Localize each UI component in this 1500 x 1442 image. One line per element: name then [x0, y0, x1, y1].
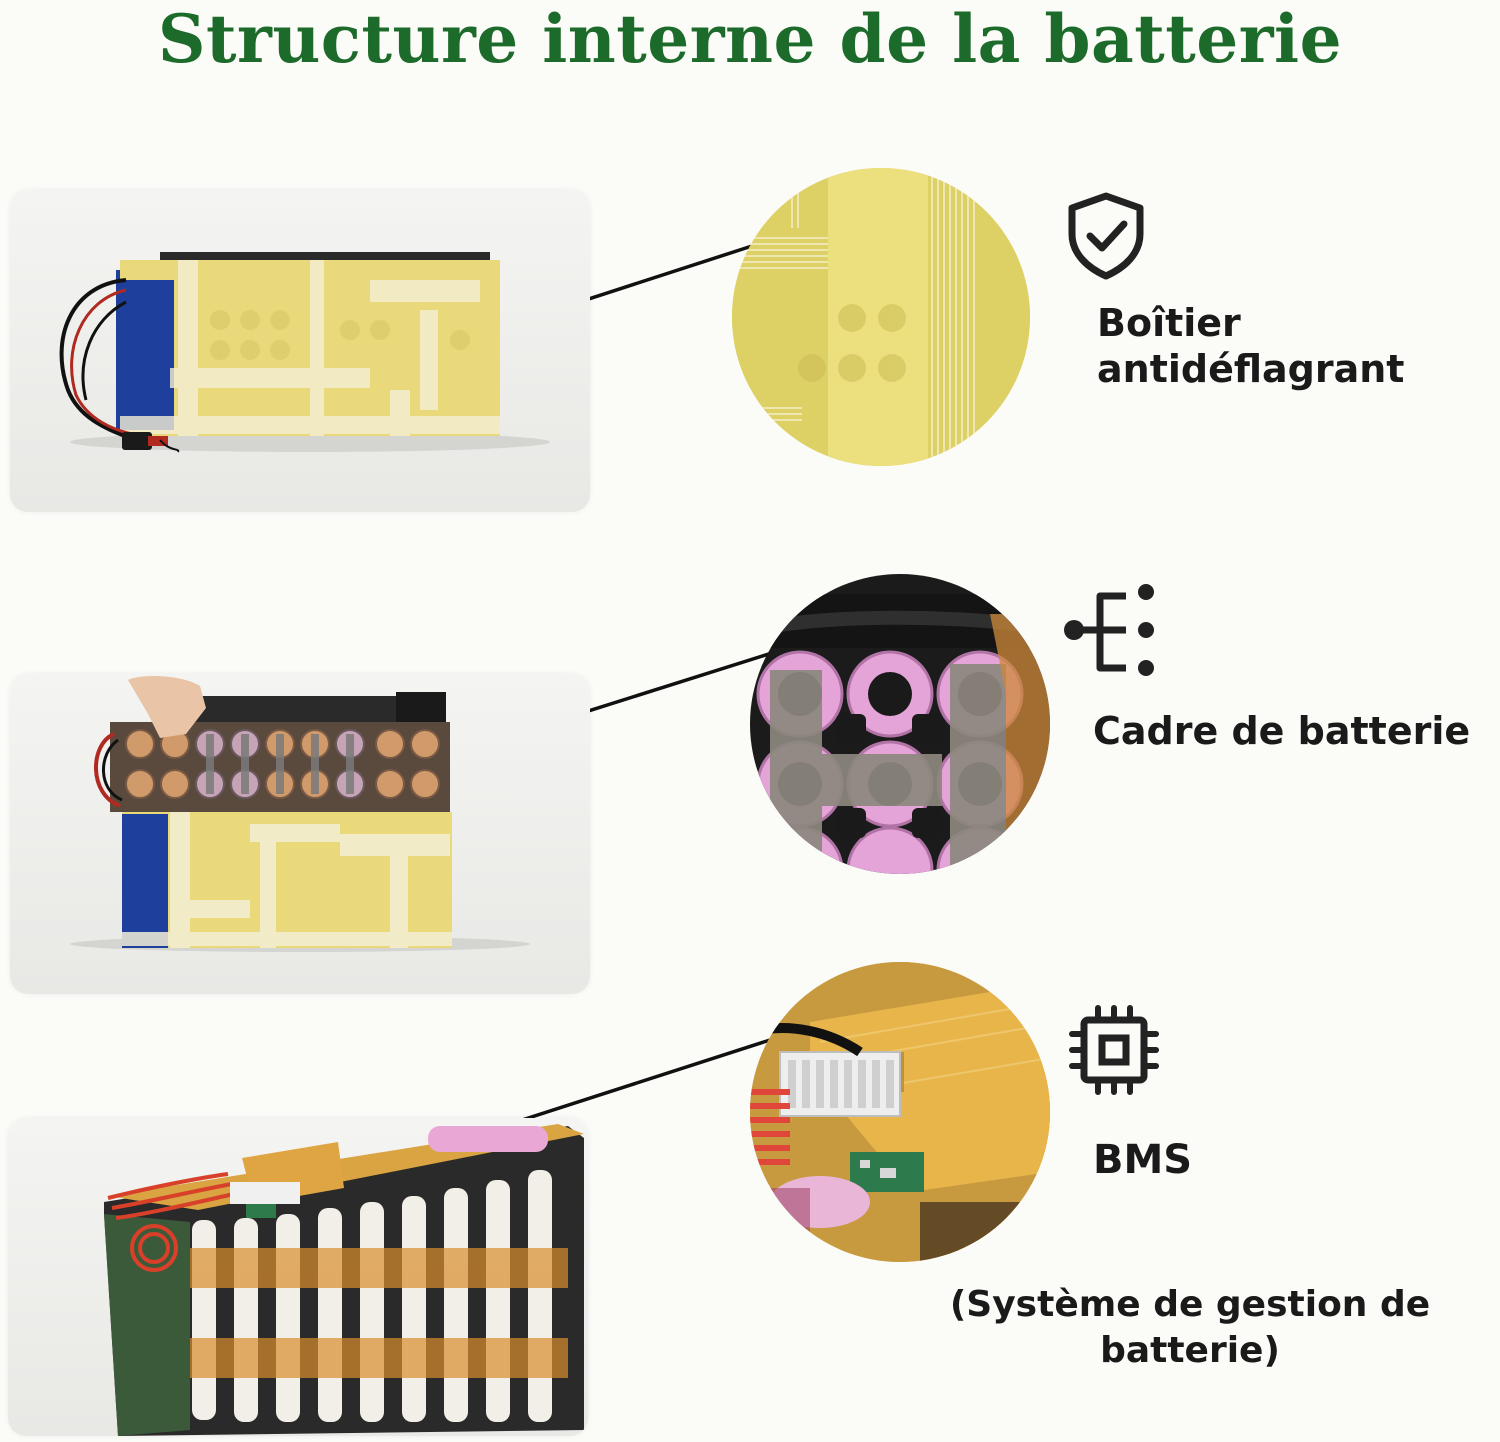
zoom-circle-case [732, 168, 1030, 466]
label-bms: BMS [1093, 1137, 1193, 1183]
battery-case-illustration [59, 252, 550, 453]
note-bms-line1: (Système de gestion de [949, 1284, 1431, 1325]
battery-frame-illustration [70, 676, 530, 952]
label-case-line2: antidéflagrant [1097, 347, 1405, 391]
circuit-branch-icon [1058, 582, 1162, 682]
shield-check-icon [1064, 190, 1148, 280]
chip-icon [1068, 1004, 1160, 1096]
battery-bms-illustration [104, 1124, 584, 1436]
note-bms-line2: batterie) [1100, 1330, 1280, 1371]
photo-battery-case [10, 190, 590, 512]
frame-cells-zoom [750, 574, 1050, 874]
photo-battery-frame [10, 674, 590, 994]
zoom-circle-bms [750, 962, 1050, 1262]
label-frame: Cadre de batterie [1093, 709, 1471, 753]
case-texture-zoom [732, 168, 1030, 466]
page-title: Structure interne de la batterie [157, 0, 1343, 78]
bms-board-zoom [750, 962, 1050, 1262]
zoom-circle-frame [750, 574, 1050, 874]
photo-battery-bms [8, 1118, 588, 1436]
label-case-line1: Boîtier [1097, 301, 1241, 345]
